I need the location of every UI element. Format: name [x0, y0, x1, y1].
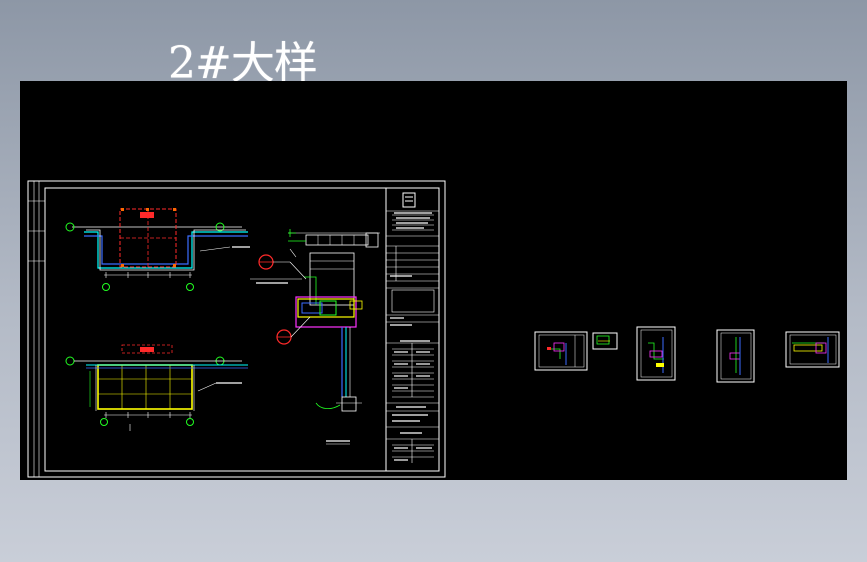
- cad-drawing: [27, 180, 840, 478]
- thumbnail-sheet-2[interactable]: [592, 332, 618, 350]
- section-detail: [250, 229, 380, 445]
- binding-strip: [28, 181, 45, 477]
- plan-detail-lower: [65, 344, 248, 431]
- cad-model-space[interactable]: [20, 81, 847, 480]
- thumbnail-sheet-1[interactable]: [534, 331, 588, 371]
- plan-detail-upper: [65, 208, 250, 291]
- drawing-title: 2#大样: [168, 38, 318, 89]
- thumbnail-sheet-5[interactable]: [785, 331, 840, 368]
- section-callout-icon[interactable]: [276, 316, 311, 345]
- section-callout-icon[interactable]: [258, 254, 307, 280]
- thumbnail-sheet-3[interactable]: [636, 326, 676, 381]
- thumbnail-sheet-4[interactable]: [716, 329, 755, 383]
- drawing-sheet-main[interactable]: [27, 180, 446, 478]
- title-block: [385, 187, 440, 472]
- pit-outline: [84, 229, 248, 271]
